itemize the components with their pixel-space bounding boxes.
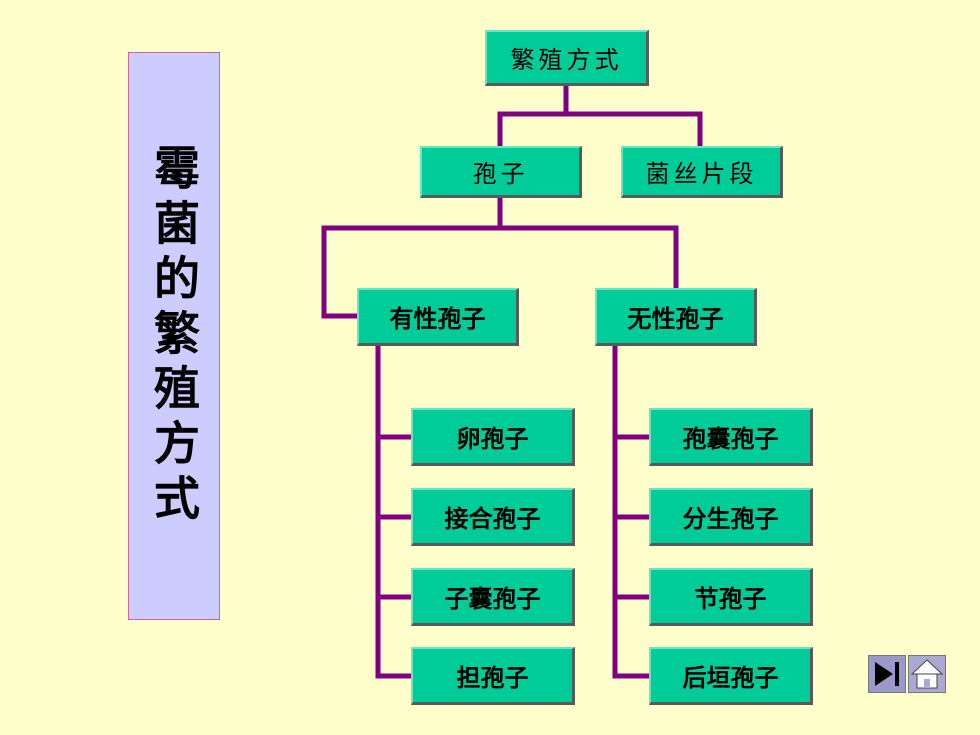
node-sporangiospore: 孢囊孢子 bbox=[649, 408, 813, 466]
next-slide-icon bbox=[875, 662, 899, 686]
node-chlamydospore: 后垣孢子 bbox=[649, 647, 813, 705]
home-button[interactable] bbox=[908, 655, 946, 693]
node-ascospore: 子囊孢子 bbox=[411, 568, 575, 626]
title-panel: 霉菌的繁殖方式 bbox=[128, 52, 220, 620]
node-oospore: 卵孢子 bbox=[411, 408, 575, 466]
next-slide-button[interactable] bbox=[868, 655, 906, 693]
node-asexual-spore: 无性孢子 bbox=[595, 288, 757, 346]
connector-root bbox=[497, 83, 703, 149]
connector-sexual bbox=[375, 343, 415, 679]
slide-title: 霉菌的繁殖方式 bbox=[147, 143, 201, 529]
node-spore: 孢子 bbox=[420, 146, 582, 198]
node-basidiospore: 担孢子 bbox=[411, 647, 575, 705]
node-arthrospore: 节孢子 bbox=[649, 568, 813, 626]
node-hyphal-fragment: 菌丝片段 bbox=[621, 146, 783, 198]
connector-spore bbox=[321, 195, 679, 319]
home-icon bbox=[910, 659, 944, 689]
node-sexual-spore: 有性孢子 bbox=[357, 288, 519, 346]
node-reproduction-methods: 繁殖方式 bbox=[485, 30, 649, 86]
node-conidiospore: 分生孢子 bbox=[649, 488, 813, 546]
node-zygospore: 接合孢子 bbox=[411, 488, 575, 546]
connector-asexual bbox=[612, 343, 653, 679]
